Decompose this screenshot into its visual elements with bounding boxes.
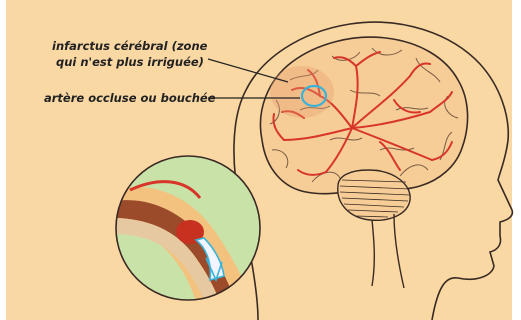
infarct-label-line1: infarctus cérébral (zone <box>52 39 207 54</box>
artery-label: artère occluse ou bouchée <box>44 91 216 106</box>
infarct-label-line2: qui n'est plus irriguée) <box>56 55 204 70</box>
